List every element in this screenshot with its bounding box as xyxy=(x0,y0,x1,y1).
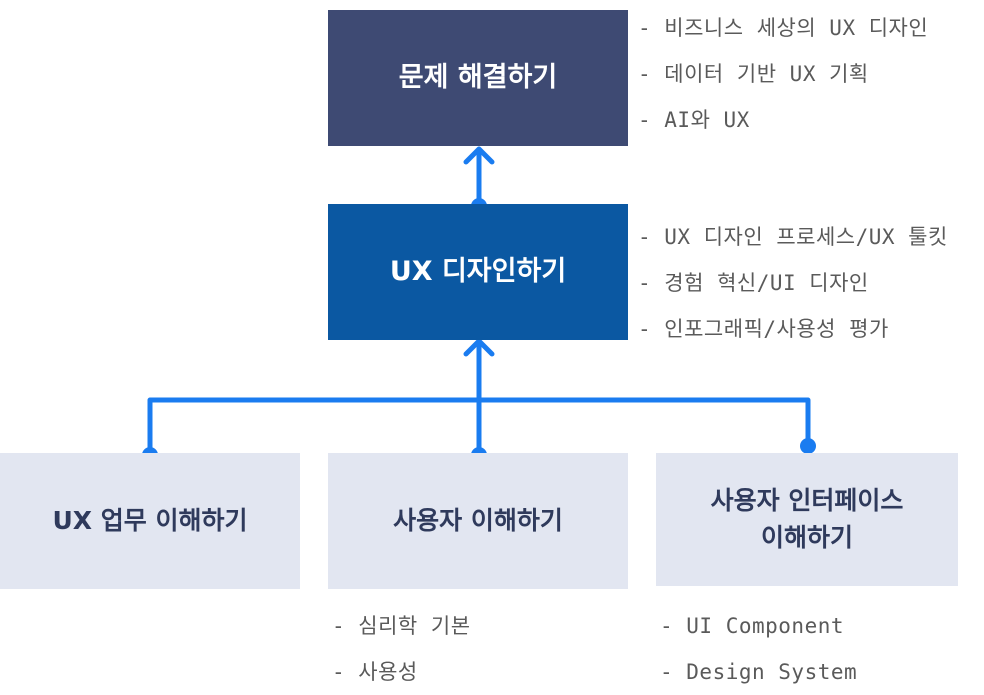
node-user-interface: 사용자 인터페이스 이해하기 xyxy=(656,453,958,586)
connector-bus xyxy=(147,397,811,458)
connector-dot-right xyxy=(800,438,816,454)
node-user-interface-text: 사용자 인터페이스 이해하기 xyxy=(711,483,904,556)
node-ux-work-label: UX 업무 이해하기 xyxy=(52,505,248,535)
arrowhead-top xyxy=(463,146,495,165)
note-item: - 비즈니스 세상의 UX 디자인 xyxy=(638,16,929,40)
node-user-understanding-label: 사용자 이해하기 xyxy=(393,505,563,535)
note-item: - 사용성 xyxy=(332,660,418,684)
notes-bottom-center: - 심리학 기본 - 사용성 xyxy=(332,603,471,695)
note-item: - UX 디자인 프로세스/UX 툴킷 xyxy=(638,225,948,249)
node-ux-design-label: UX 디자인하기 xyxy=(389,256,567,288)
node-ux-design: UX 디자인하기 xyxy=(328,204,628,340)
node-user-understanding: 사용자 이해하기 xyxy=(328,453,628,589)
node-user-interface-line1: 사용자 인터페이스 xyxy=(710,486,904,516)
node-user-interface-line2: 이해하기 xyxy=(760,522,853,552)
note-item: - UI Component xyxy=(660,614,845,638)
note-item: - Design System xyxy=(660,660,858,684)
node-problem-solving: 문제 해결하기 xyxy=(328,10,628,146)
note-item: - AI와 UX xyxy=(638,108,750,132)
arrowhead-middle xyxy=(463,338,495,357)
node-problem-solving-label: 문제 해결하기 xyxy=(398,62,558,94)
note-item: - 심리학 기본 xyxy=(332,614,471,638)
note-item: - 데이터 기반 UX 기획 xyxy=(638,62,869,86)
node-ux-work: UX 업무 이해하기 xyxy=(0,453,300,589)
notes-bottom-right: - UI Component - Design System xyxy=(660,603,857,695)
note-item: - 인포그래픽/사용성 평가 xyxy=(638,317,889,341)
notes-top: - 비즈니스 세상의 UX 디자인 - 데이터 기반 UX 기획 - AI와 U… xyxy=(638,5,928,143)
notes-middle: - UX 디자인 프로세스/UX 툴킷 - 경험 혁신/UI 디자인 - 인포그… xyxy=(638,214,948,352)
note-item: - 경험 혁신/UI 디자인 xyxy=(638,271,869,295)
